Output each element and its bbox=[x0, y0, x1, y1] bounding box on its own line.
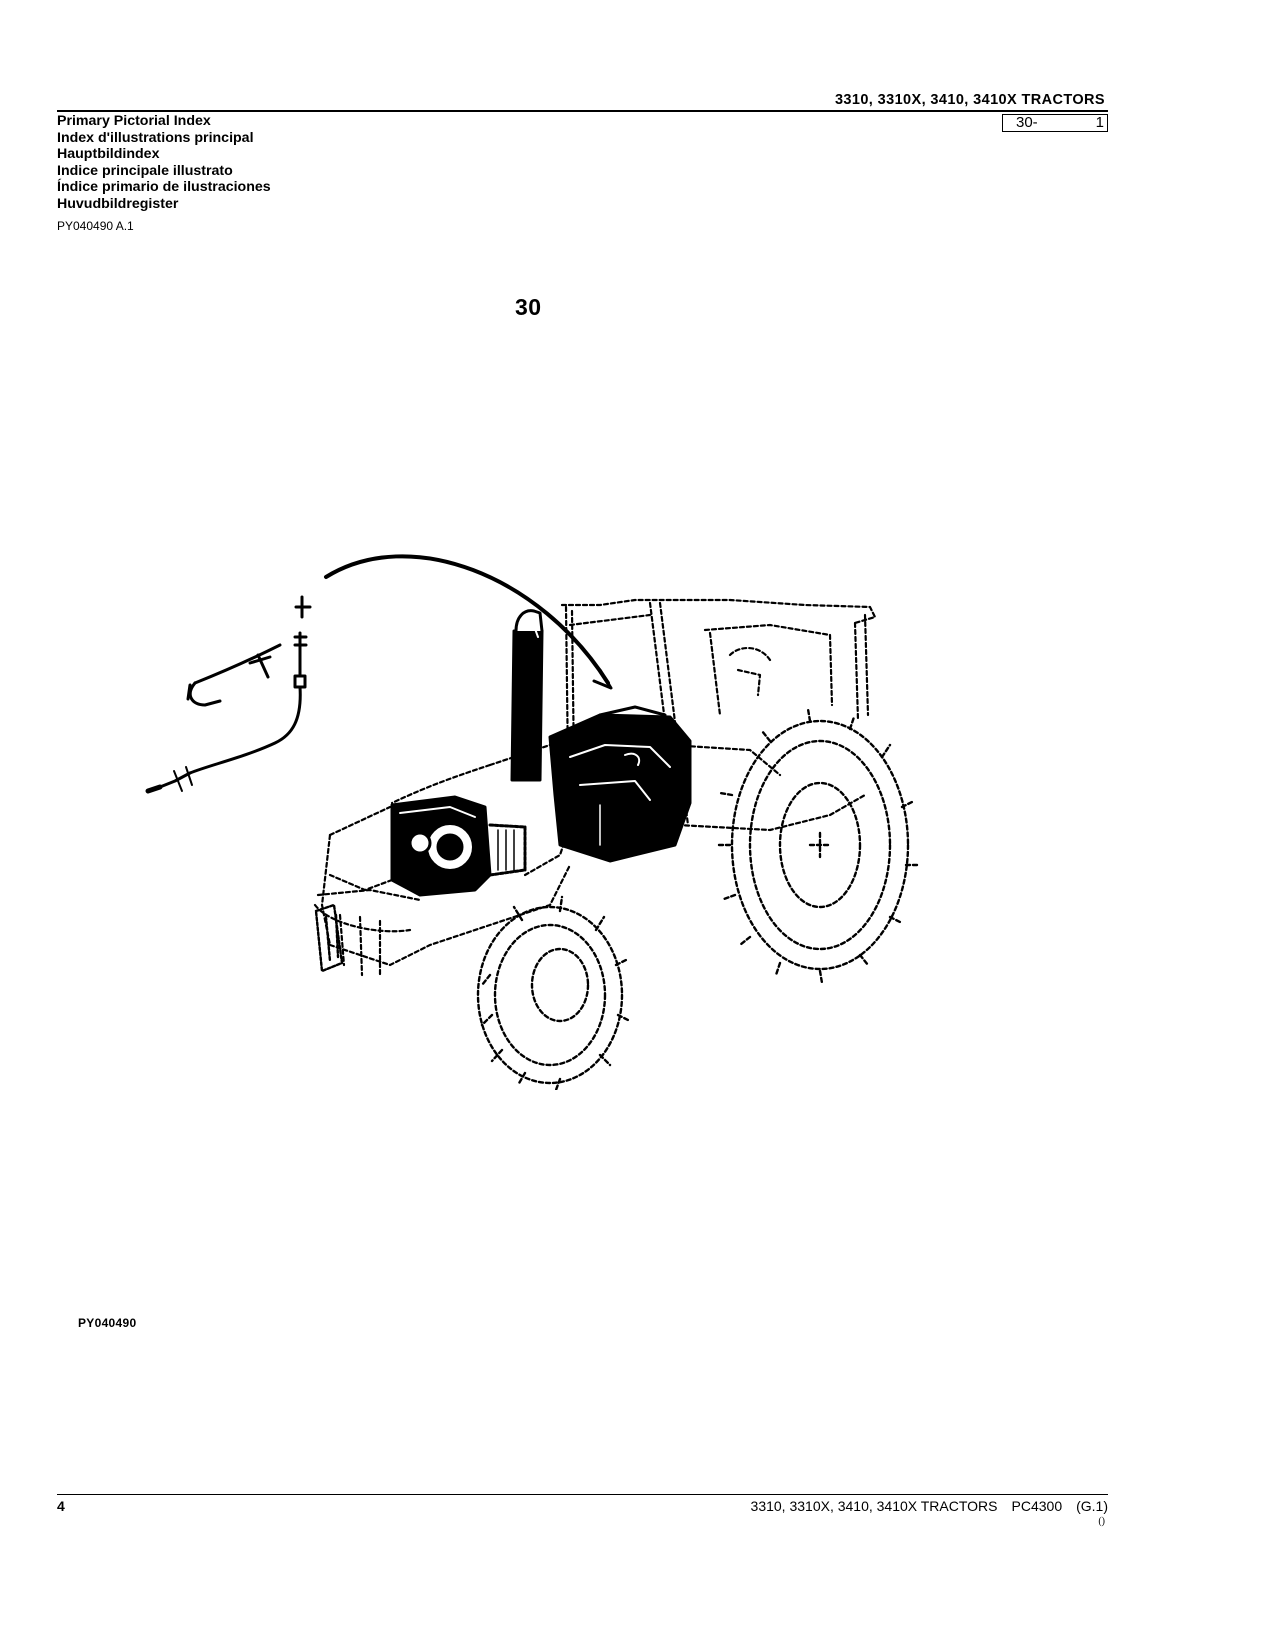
section-number: 30- bbox=[1016, 114, 1038, 131]
footer-info: 3310, 3310X, 3410, 3410X TRACTORS PC4300 (… bbox=[751, 1498, 1108, 1514]
index-titles: Primary Pictorial Index Index d'illustra… bbox=[57, 113, 271, 212]
illustration-code: PY040490 bbox=[78, 1316, 137, 1330]
footer-rule bbox=[57, 1494, 1108, 1496]
title-spanish: Índice primario de ilustraciones bbox=[57, 179, 271, 195]
footer-page-number: 4 bbox=[57, 1498, 65, 1514]
title-french: Index d'illustrations principal bbox=[57, 129, 254, 146]
footer-mark: () bbox=[1098, 1516, 1105, 1527]
page-index: 1 bbox=[1095, 114, 1104, 131]
header-title: 3310, 3310X, 3410, 3410X TRACTORS bbox=[834, 92, 1105, 108]
title-english: Primary Pictorial Index bbox=[57, 113, 211, 129]
title-swedish: Huvudbildregister bbox=[57, 195, 179, 212]
footer-model: 3310, 3310X, 3410, 3410X TRACTORS bbox=[750, 1498, 998, 1514]
title-italian: Indice principale illustrato bbox=[57, 162, 233, 179]
header-rule bbox=[57, 110, 1108, 112]
page-reference-box: 30- 1 bbox=[1002, 114, 1108, 132]
tractor-illustration bbox=[145, 554, 920, 1090]
illustration-reference: PY040490 A.1 bbox=[57, 219, 134, 233]
footer-catalog: PC4300 bbox=[1011, 1498, 1063, 1514]
footer-revision: (G.1) bbox=[1076, 1498, 1108, 1514]
group-number: 30 bbox=[515, 294, 542, 320]
title-german: Hauptbildindex bbox=[57, 146, 160, 162]
